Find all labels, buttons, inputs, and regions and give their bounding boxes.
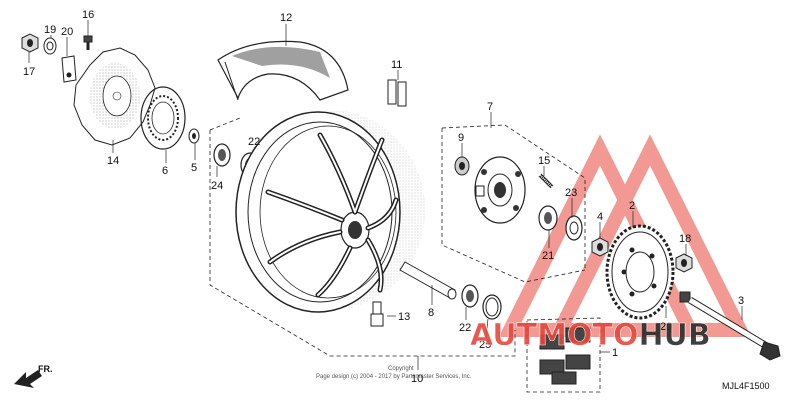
label-part-16: 16: [82, 9, 94, 21]
label-part-6: 6: [162, 165, 168, 177]
label-part-21: 21: [542, 250, 554, 262]
label-part-22-upper: 22: [248, 136, 260, 148]
label-part-1: 1: [612, 347, 618, 359]
watermark-part-2: MOTO: [537, 318, 638, 353]
label-part-2: 2: [629, 200, 635, 212]
rear-wheel: [235, 110, 425, 313]
seal-23: [565, 215, 583, 241]
label-part-24: 24: [211, 180, 223, 192]
bearing-21: [538, 205, 558, 231]
front-arrow: FR.: [14, 364, 53, 388]
assembly-outline-10: [209, 117, 516, 357]
front-arrow-label: FR.: [38, 364, 53, 374]
pulser-ring: [140, 86, 186, 150]
part-labels: 12 11 7 9 15 23 4 2 18 3 16 19 20 17 14 …: [23, 9, 744, 385]
watermark-text: AUTMOTOHUB: [470, 318, 711, 354]
nut-18: [675, 253, 693, 273]
bearing-22-lower: [461, 284, 479, 308]
assembly-outline-7: [441, 124, 586, 283]
label-part-10: 10: [411, 373, 423, 385]
driven-flange-hub: [474, 156, 526, 224]
leader-lines: [28, 20, 743, 370]
label-part-8: 8: [428, 307, 434, 319]
brake-disc: [73, 47, 156, 146]
label-part-22-lower: 22: [459, 322, 471, 334]
label-part-25: 25: [479, 339, 491, 351]
copyright-line-2: Page design (c) 2004 - 2017 by Partsmast…: [316, 374, 472, 380]
label-part-9: 9: [458, 132, 464, 144]
copyright-line-1: Copyright: [388, 366, 414, 372]
diagram-code: MJL4F1500: [722, 381, 770, 391]
label-part-15: 15: [538, 155, 550, 167]
spacer-11: [387, 79, 407, 107]
label-part-13: 13: [398, 311, 410, 323]
label-part-12: 12: [280, 12, 292, 24]
nut-17: [21, 33, 39, 53]
dust-seal-25: [482, 294, 502, 320]
label-part-17: 17: [23, 66, 35, 78]
washer-19: [43, 37, 57, 55]
label-part-4: 4: [597, 211, 603, 223]
label-part-20-bottom: 20: [660, 321, 672, 333]
label-part-5: 5: [191, 162, 197, 174]
label-part-14: 14: [107, 155, 119, 167]
svg-text:AUTMOTOHUB: AUTMOTOHUB: [470, 318, 711, 353]
collar-9: [454, 156, 470, 176]
collar: [188, 128, 200, 144]
watermark-part-1: AUT: [470, 318, 538, 353]
label-part-3: 3: [738, 295, 744, 307]
bolt-16: [83, 35, 93, 50]
axle-3: [688, 296, 781, 361]
assembly-outline-1: [526, 317, 601, 393]
collar-8: [399, 261, 457, 300]
label-part-18: 18: [679, 233, 691, 245]
bearing-24: [213, 143, 231, 167]
label-part-11: 11: [391, 59, 402, 71]
label-part-20-top: 20: [61, 26, 73, 38]
valve-13: [370, 301, 384, 327]
stud-15: [538, 173, 554, 189]
label-part-7: 7: [487, 101, 493, 113]
watermark-part-3: HUB: [638, 318, 710, 353]
driven-sprocket: [605, 224, 675, 320]
bolt-20: [679, 291, 691, 303]
label-part-23: 23: [565, 187, 577, 199]
tyre: [217, 40, 349, 101]
bracket-20: [61, 55, 77, 83]
nut-4: [591, 237, 609, 257]
label-part-19: 19: [44, 24, 56, 36]
damper-rubber: [539, 327, 591, 385]
